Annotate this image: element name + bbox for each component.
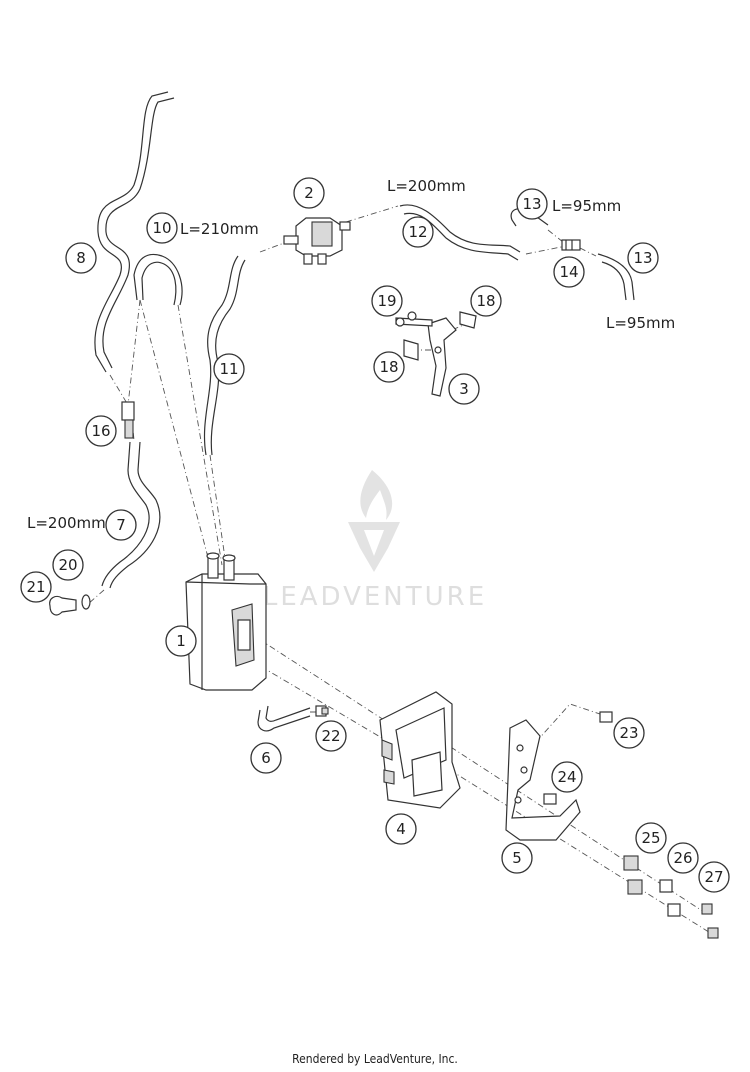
callout-22: 22 xyxy=(315,720,347,752)
hardware xyxy=(543,711,719,939)
valve xyxy=(283,217,351,265)
svg-text:19: 19 xyxy=(377,292,396,310)
callout-1: 1 xyxy=(165,625,197,657)
callout-18-left: 18 xyxy=(373,351,405,383)
svg-text:7: 7 xyxy=(116,516,126,534)
connector-16 xyxy=(121,401,135,439)
callout-3: 3 xyxy=(448,373,480,405)
svg-text:11: 11 xyxy=(219,360,238,378)
svg-text:12: 12 xyxy=(408,223,427,241)
watermark-logo-icon xyxy=(348,470,400,572)
bracket-3 xyxy=(395,311,477,397)
callout-8: 8 xyxy=(65,242,97,274)
hose-10 xyxy=(133,253,183,306)
plate-bracket-5 xyxy=(505,719,581,841)
callout-5: 5 xyxy=(501,842,533,874)
svg-text:22: 22 xyxy=(321,727,340,745)
svg-text:3: 3 xyxy=(459,380,469,398)
callout-13-right: 13 xyxy=(627,242,659,274)
hose-13-bottom xyxy=(597,253,635,301)
fitting-22 xyxy=(315,705,329,717)
svg-text:8: 8 xyxy=(76,249,86,267)
svg-text:23: 23 xyxy=(619,724,638,742)
length-label-hose13-bottom: L=95mm xyxy=(606,314,675,332)
svg-text:20: 20 xyxy=(58,556,77,574)
callout-2: 2 xyxy=(293,177,325,209)
callout-4: 4 xyxy=(385,813,417,845)
length-label-hose10: L=210mm xyxy=(180,220,259,238)
svg-text:18: 18 xyxy=(476,292,495,310)
watermark-text: LEADVENTURE xyxy=(263,582,487,612)
callout-21: 21 xyxy=(20,571,52,603)
callout-27: 27 xyxy=(698,861,730,893)
connector-14 xyxy=(561,239,581,251)
svg-text:14: 14 xyxy=(559,263,578,281)
length-label-hose7: L=200mm xyxy=(27,514,106,532)
watermark: LEADVENTURE xyxy=(263,470,487,612)
footer-credit: Rendered by LeadVenture, Inc. xyxy=(292,1052,458,1066)
length-label-hose12: L=200mm xyxy=(387,177,466,195)
svg-text:13: 13 xyxy=(522,195,541,213)
callout-18-right: 18 xyxy=(470,285,502,317)
svg-text:27: 27 xyxy=(704,868,723,886)
svg-text:25: 25 xyxy=(641,829,660,847)
callout-12: 12 xyxy=(402,216,434,248)
callout-25: 25 xyxy=(635,822,667,854)
hose-12 xyxy=(399,204,521,253)
svg-text:21: 21 xyxy=(26,578,45,596)
svg-text:5: 5 xyxy=(512,849,522,867)
callout-10: 10 xyxy=(146,212,178,244)
svg-text:16: 16 xyxy=(91,422,110,440)
svg-text:4: 4 xyxy=(396,820,406,838)
callout-24: 24 xyxy=(551,761,583,793)
svg-text:6: 6 xyxy=(261,749,271,767)
cap-and-washer xyxy=(49,594,91,616)
svg-text:26: 26 xyxy=(673,849,692,867)
callout-14: 14 xyxy=(553,256,585,288)
callout-6: 6 xyxy=(250,742,282,774)
canister xyxy=(185,552,267,691)
svg-text:18: 18 xyxy=(379,358,398,376)
callout-26: 26 xyxy=(667,842,699,874)
hoses xyxy=(94,91,635,732)
callout-19: 19 xyxy=(371,285,403,317)
callout-20: 20 xyxy=(52,549,84,581)
hose-7 xyxy=(101,441,150,587)
svg-text:10: 10 xyxy=(152,219,171,237)
hose-11 xyxy=(203,255,239,456)
holder-bracket-4 xyxy=(379,691,461,809)
callout-16: 16 xyxy=(85,415,117,447)
svg-text:24: 24 xyxy=(557,768,576,786)
callout-7: 7 xyxy=(105,509,137,541)
hose-6 xyxy=(257,709,311,732)
callout-13-top: 13 xyxy=(516,188,548,220)
svg-text:2: 2 xyxy=(304,184,314,202)
callout-23: 23 xyxy=(613,717,645,749)
length-label-hose13-top: L=95mm xyxy=(552,197,621,215)
callout-11: 11 xyxy=(213,353,245,385)
svg-text:13: 13 xyxy=(633,249,652,267)
svg-text:1: 1 xyxy=(176,632,186,650)
hose-8 xyxy=(94,91,169,373)
